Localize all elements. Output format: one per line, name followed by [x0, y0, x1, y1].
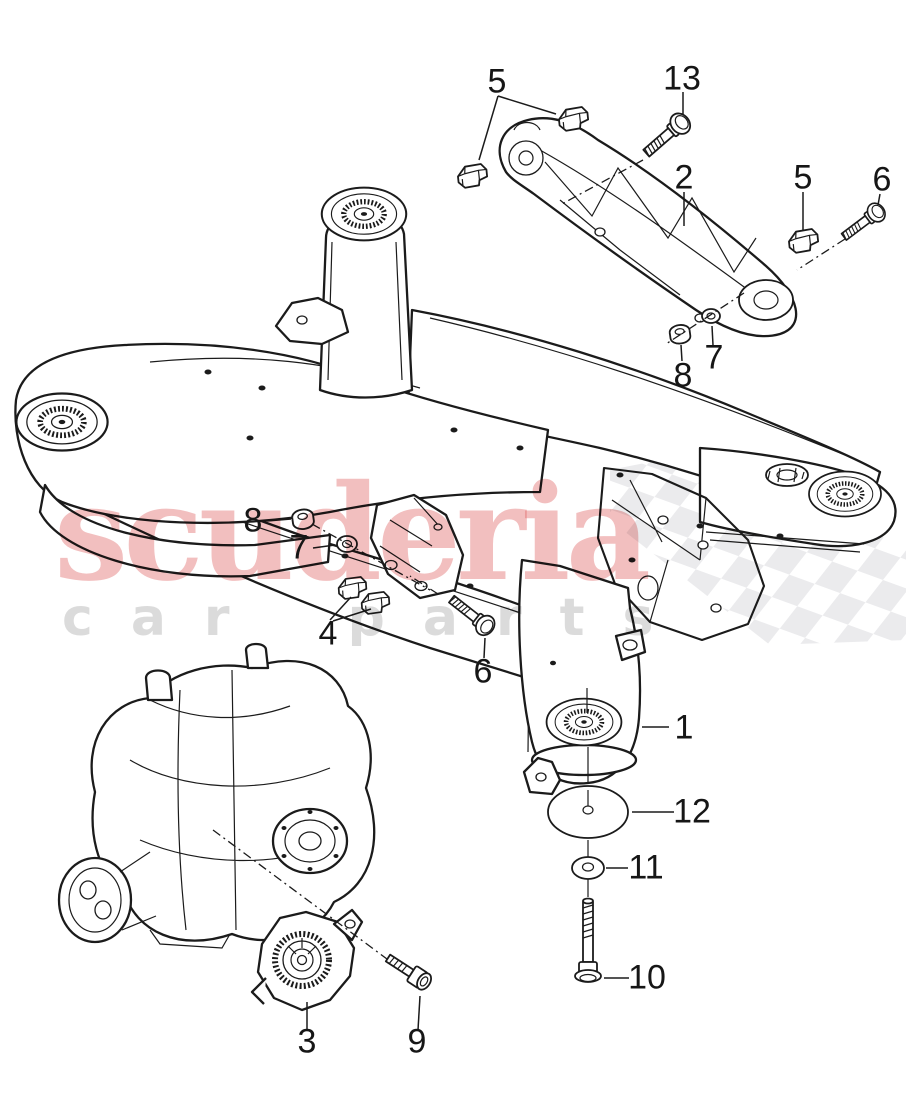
washer-11 [571, 856, 605, 880]
clip-5b [456, 162, 489, 190]
hardware-parts [290, 105, 890, 991]
mount-bracket-drawing [250, 908, 364, 1012]
callout-9: 9 [407, 1022, 427, 1061]
frame-holes [204, 369, 784, 589]
callout-4: 4 [318, 614, 338, 653]
bolt-6b [837, 198, 890, 246]
callout-3: 3 [297, 1022, 317, 1061]
callout-8: 8 [673, 356, 693, 395]
callout-leader-lines [266, 92, 881, 1031]
callout-6: 6 [473, 652, 493, 691]
clip-5c [787, 227, 820, 255]
callout-8: 8 [243, 501, 263, 540]
callout-7: 7 [289, 528, 309, 567]
washer-disc-12 [547, 785, 629, 839]
clip-5a [557, 105, 590, 133]
nut-8a [290, 507, 316, 532]
callout-6: 6 [872, 160, 892, 199]
callout-13: 13 [663, 59, 701, 98]
differential-drawing [57, 642, 376, 949]
assembly-axis-lines [212, 159, 846, 960]
callout-5: 5 [793, 158, 813, 197]
callout-12: 12 [673, 792, 711, 831]
callout-2: 2 [674, 158, 694, 197]
callout-10: 10 [628, 958, 666, 997]
checkered-flag-motif [610, 452, 906, 645]
callout-5: 5 [487, 62, 507, 101]
bolt-13 [638, 108, 696, 163]
bolt-9 [384, 953, 432, 991]
washer-7b [701, 308, 721, 324]
callout-1: 1 [674, 708, 694, 747]
bolt-10 [574, 897, 602, 983]
callout-7: 7 [704, 338, 724, 377]
callout-11: 11 [628, 848, 664, 887]
